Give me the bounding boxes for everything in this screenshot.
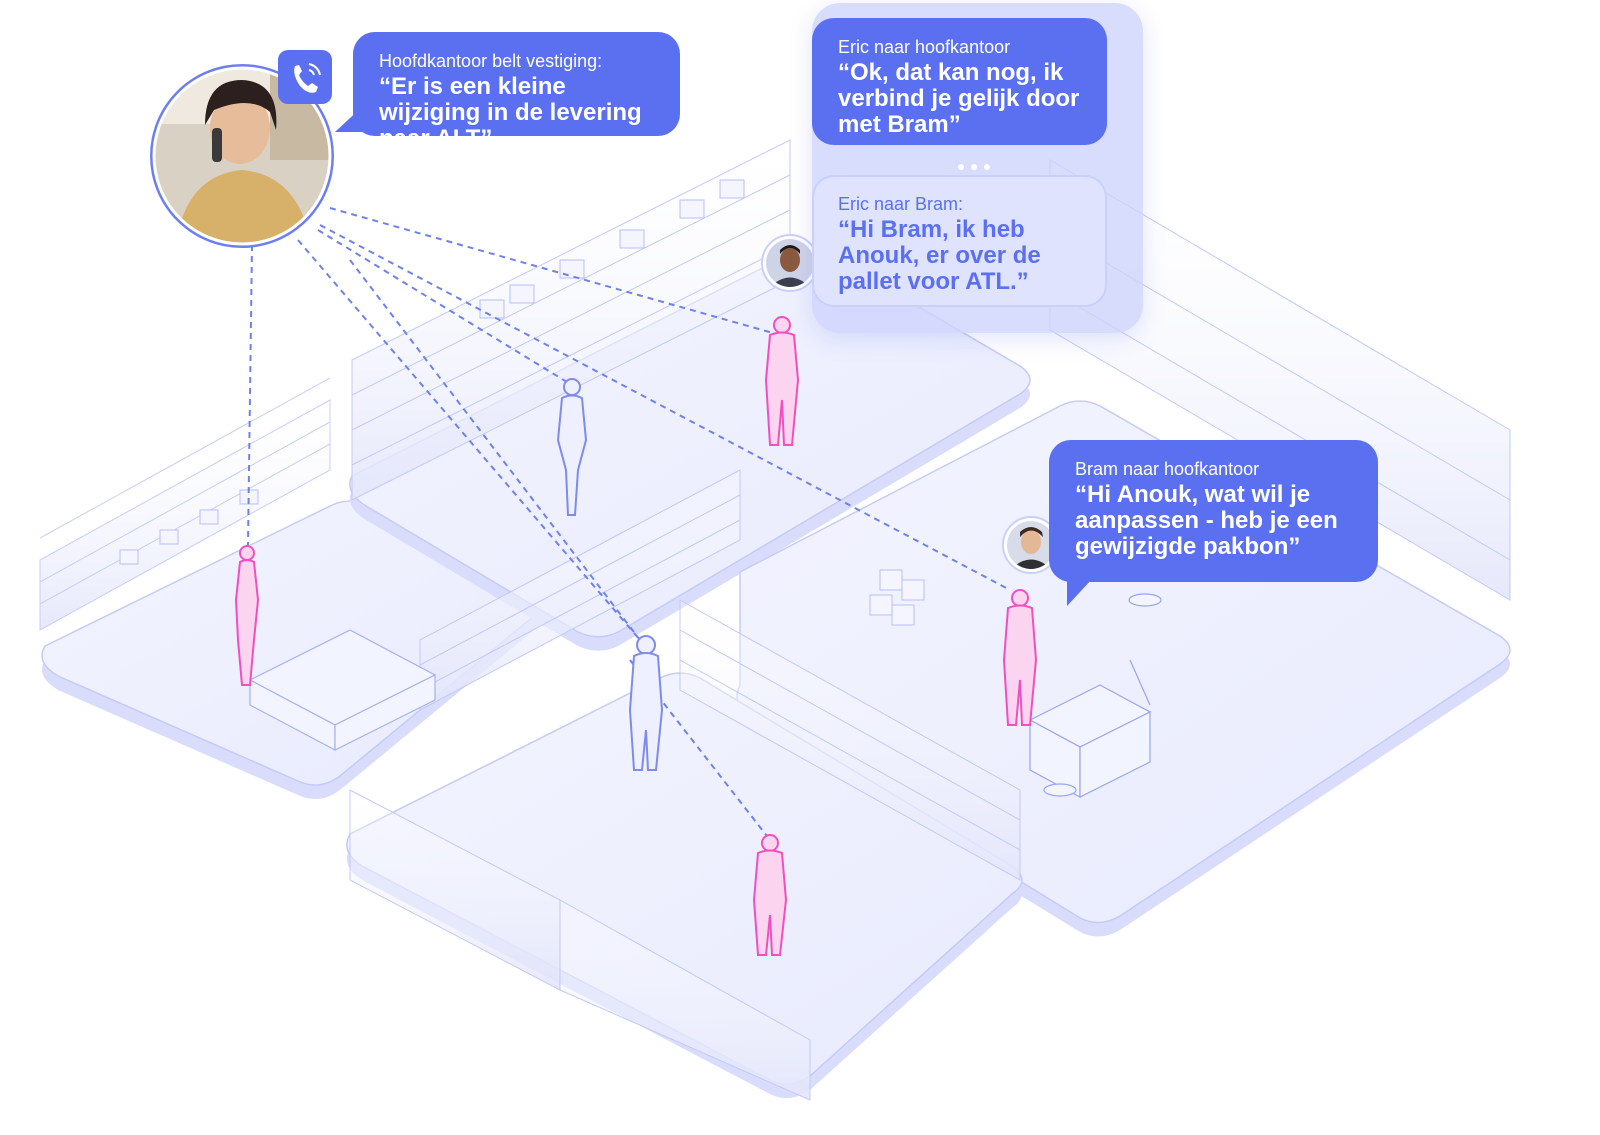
- eric-hq-quote: “Ok, dat kan nog, ik verbind je gelijk d…: [838, 59, 1080, 138]
- product-boxes: [119, 179, 925, 626]
- pallet-jack: [1028, 593, 1162, 799]
- phone-call-icon[interactable]: [278, 50, 332, 104]
- eric-hq-bubble: Eric naar hoofkantoor “Ok, dat kan nog, …: [812, 18, 1107, 145]
- worker-bram: [1002, 589, 1038, 726]
- eric-avatar: [761, 234, 819, 292]
- customer-woman: [556, 378, 588, 516]
- display-bin: [248, 629, 437, 751]
- left-shelving: [39, 377, 331, 631]
- eric-bram-quote: “Hi Bram, ik heb Anouk, er over de palle…: [838, 216, 1041, 295]
- bram-hq-from: Bram naar hoofkantoor: [1075, 459, 1260, 479]
- hq-call-quote: “Er is een kleine wijziging in de leveri…: [379, 73, 642, 152]
- eric-bram-bubble: Eric naar Bram: “Hi Bram, ik heb Anouk, …: [812, 175, 1107, 307]
- hq-call-bubble: Hoofdkantoor belt vestiging: “Er is een …: [335, 32, 680, 152]
- bram-hq-quote: “Hi Anouk, wat wil je aanpassen - heb je…: [1075, 481, 1338, 560]
- freezer-aisle: [349, 599, 1021, 1101]
- worker-eric: [764, 316, 800, 446]
- bram-hq-bubble: Bram naar hoofkantoor “Hi Anouk, wat wil…: [1049, 440, 1378, 606]
- eric-hq-from: Eric naar hoofkantoor: [838, 37, 1011, 57]
- worker-highlight-left: [234, 545, 260, 686]
- eric-bram-from: Eric naar Bram:: [838, 194, 964, 214]
- hq-call-from: Hoofdkantoor belt vestiging:: [379, 51, 603, 71]
- more-dots-icon: [958, 157, 998, 170]
- bram-avatar: [1002, 516, 1060, 574]
- customer-man: [628, 635, 664, 771]
- worker-bottom: [752, 834, 788, 956]
